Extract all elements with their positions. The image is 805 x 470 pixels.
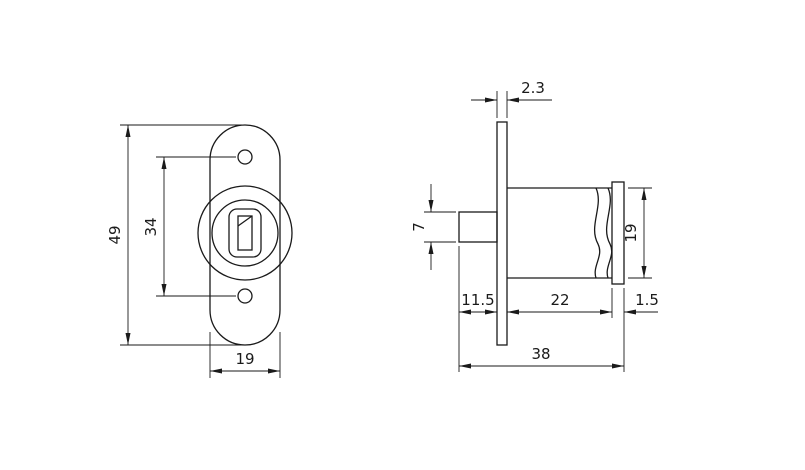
dim-label-plunger-diameter: 7	[410, 222, 428, 232]
dim-side-plunger-diameter: 7	[410, 184, 456, 270]
dim-label-hole-spacing: 34	[142, 217, 160, 236]
dim-side-flange-thickness: 2.3	[471, 79, 552, 118]
dim-side-body-diameter: 19	[622, 187, 652, 279]
plunger	[458, 211, 498, 243]
keyway-housing	[228, 208, 262, 258]
arrowhead-up	[428, 242, 434, 254]
arrowhead-right	[485, 97, 497, 103]
dim-label-flange-width: 19	[235, 350, 254, 368]
cylinder-face-outer	[197, 185, 293, 281]
arrowhead-down	[125, 333, 131, 345]
dim-front-hole-spacing: 34	[142, 156, 236, 297]
arrowhead-down	[428, 200, 434, 212]
flange-plate	[496, 121, 508, 346]
mounting-hole-top	[237, 149, 253, 165]
dim-label-cam-thickness: 1.5	[635, 291, 659, 309]
arrowhead-right	[268, 368, 280, 374]
dim-label-body-diameter: 19	[622, 223, 640, 242]
dim-side-chained-lengths: 11.5 22 1.5	[458, 246, 659, 372]
cam-disc	[611, 181, 625, 285]
dim-label-flange-thickness: 2.3	[521, 79, 545, 97]
front-view	[197, 124, 293, 346]
keyway-notch	[237, 215, 253, 227]
arrowhead-left	[459, 309, 471, 315]
break-wave-line	[605, 187, 613, 279]
arrowhead-right	[600, 309, 612, 315]
dim-side-overall-length: 38	[459, 345, 624, 369]
arrowhead-up	[125, 125, 131, 137]
arrowhead-down	[641, 266, 647, 278]
mounting-hole-bottom	[237, 288, 253, 304]
arrowhead-left	[507, 97, 519, 103]
arrowhead-left	[210, 368, 222, 374]
arrowhead-down	[161, 284, 167, 296]
dim-label-overall-height: 49	[106, 225, 124, 244]
break-wave-line	[593, 187, 601, 279]
keyway-slot	[237, 215, 253, 251]
flange-outline	[209, 124, 281, 346]
side-view	[458, 121, 625, 346]
dim-label-overall-length: 38	[531, 345, 550, 363]
arrowhead-right	[485, 309, 497, 315]
arrowhead-up	[161, 157, 167, 169]
arrowhead-right	[612, 363, 624, 369]
arrowhead-left	[624, 309, 636, 315]
dim-label-plunger-protrusion: 11.5	[461, 291, 494, 309]
dim-front-flange-width: 19	[209, 332, 281, 378]
cylinder-face-inner	[211, 199, 279, 267]
arrowhead-left	[507, 309, 519, 315]
arrowhead-left	[459, 363, 471, 369]
arrowhead-up	[641, 188, 647, 200]
dim-front-overall-height: 49	[106, 124, 242, 346]
dim-label-body-length: 22	[550, 291, 569, 309]
